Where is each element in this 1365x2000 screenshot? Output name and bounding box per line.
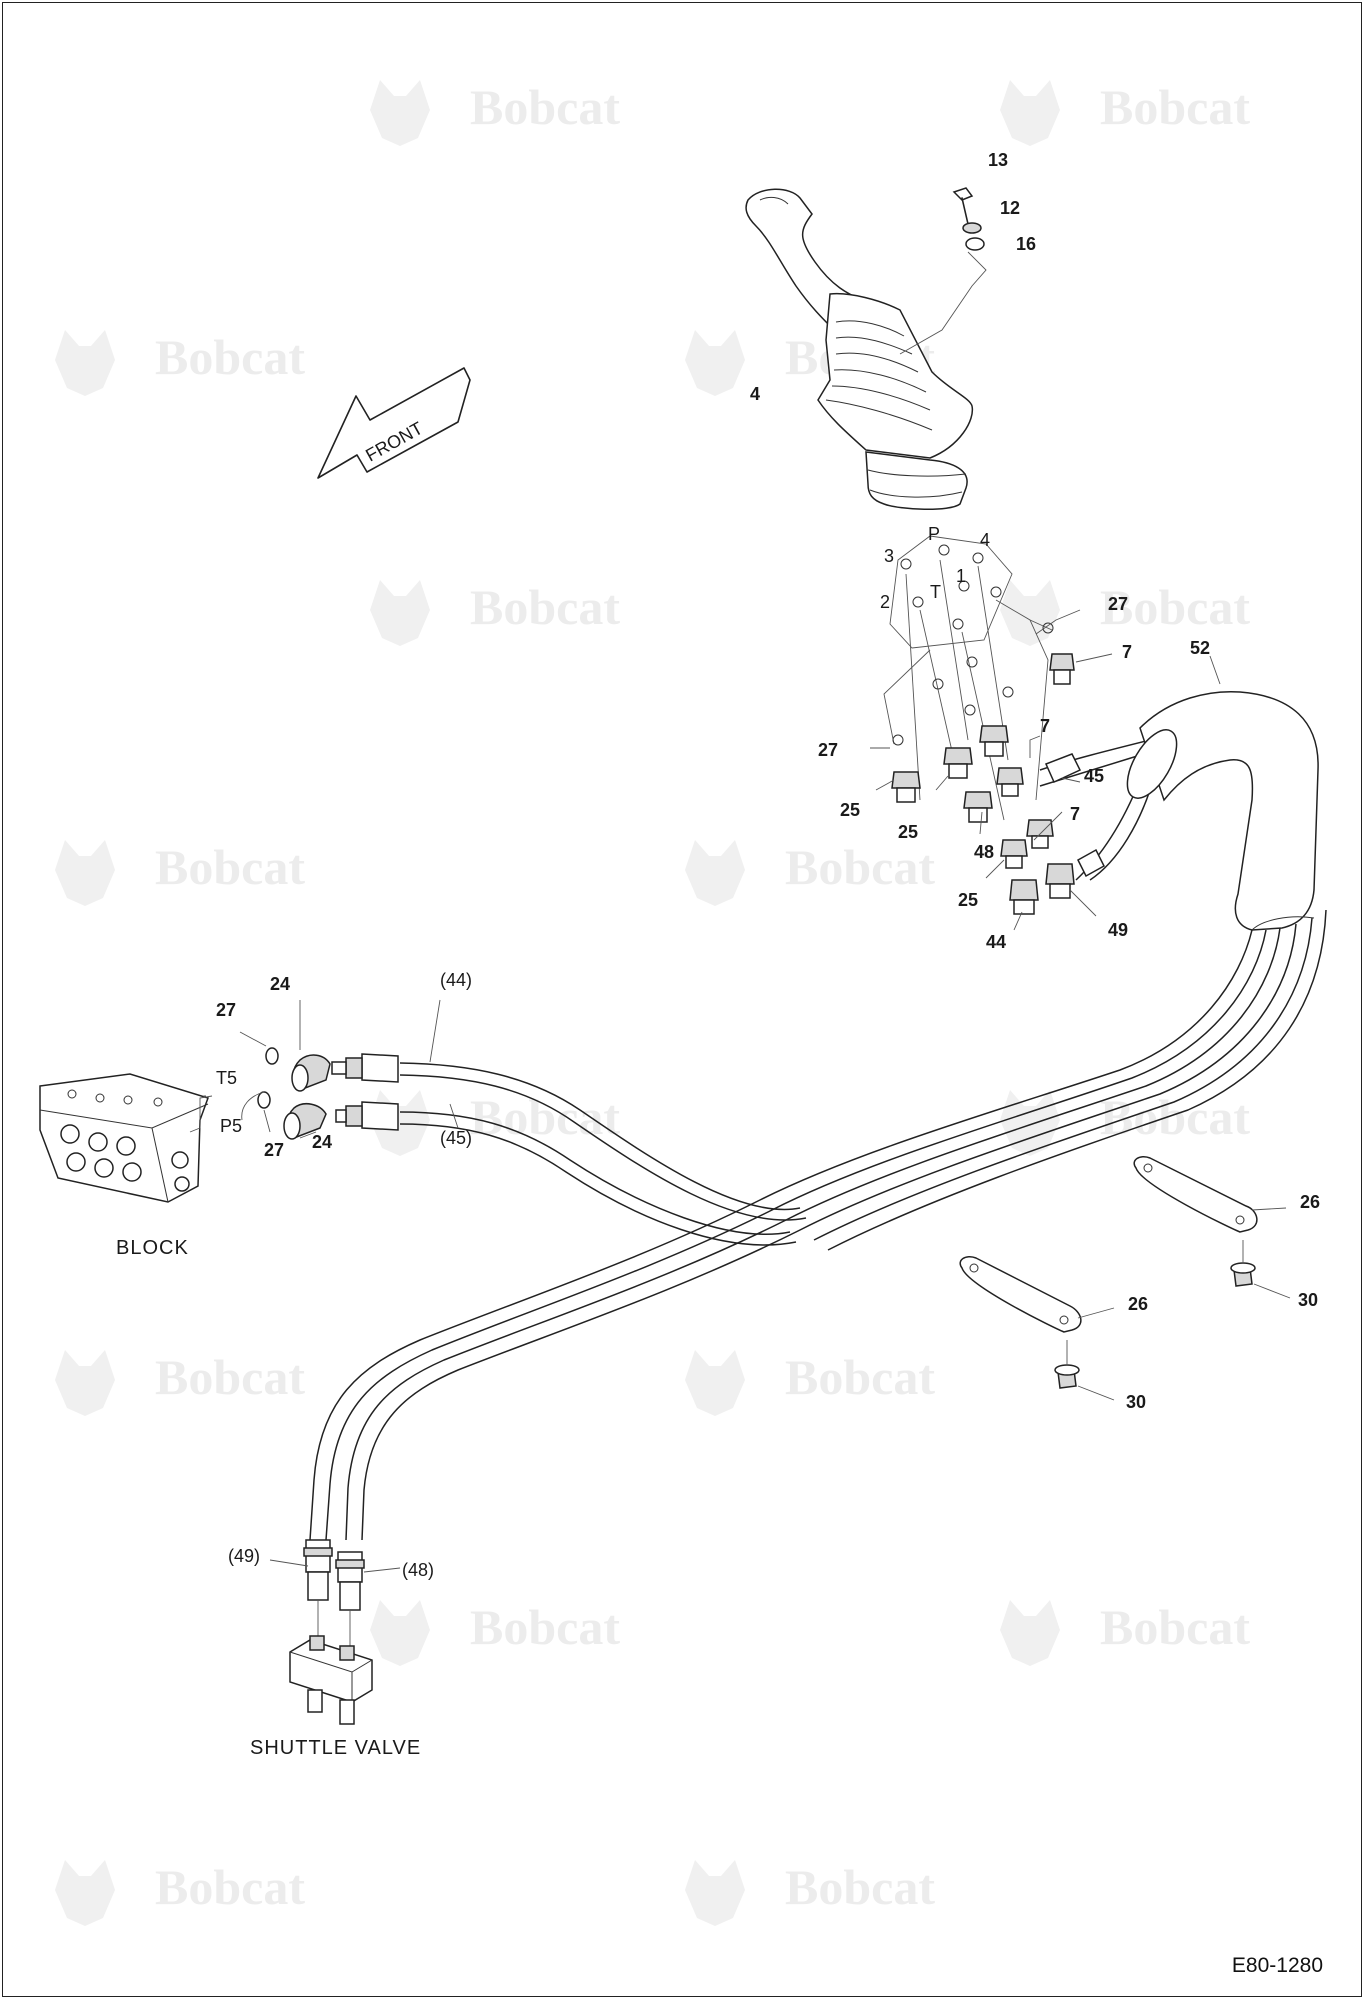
callout-7-mid: 7 xyxy=(1040,716,1050,736)
callout-27-upper: 27 xyxy=(1108,594,1128,614)
watermark-logo: Bobcat xyxy=(370,579,620,646)
watermark-logo: Bobcat xyxy=(1000,79,1250,146)
watermark-text: Bobcat xyxy=(155,839,305,895)
watermark-logo: Bobcat xyxy=(1000,1089,1250,1156)
hose-clamp-upper xyxy=(1133,1156,1258,1287)
watermark-logo: Bobcat xyxy=(1000,579,1250,646)
callout-45: 45 xyxy=(1084,766,1104,786)
port-4-label: 4 xyxy=(980,530,990,550)
callout-24-lower: 24 xyxy=(312,1132,332,1152)
watermark-text: Bobcat xyxy=(1100,1599,1250,1655)
nut xyxy=(965,237,985,251)
watermark-logo: Bobcat xyxy=(370,1089,620,1156)
shuttle-valve-caption: SHUTTLE VALVE xyxy=(250,1737,421,1759)
callout-30-upper: 30 xyxy=(1298,1290,1318,1310)
watermark-text: Bobcat xyxy=(470,1599,620,1655)
watermark-layer: Bobcat Bobcat Bobcat Bobcat Bobcat Bobca… xyxy=(55,79,1250,1926)
protective-sleeve xyxy=(1126,690,1319,931)
callout-27-block-lower: 27 xyxy=(264,1140,284,1160)
callout-52: 52 xyxy=(1190,638,1210,658)
shuttle-valve xyxy=(289,1539,373,1725)
watermark-text: Bobcat xyxy=(470,79,620,135)
watermark-text: Bobcat xyxy=(785,1859,935,1915)
callout-44: 44 xyxy=(986,932,1006,952)
callout-16: 16 xyxy=(1016,234,1036,254)
callout-49-ref: (49) xyxy=(228,1546,260,1566)
callout-24-upper: 24 xyxy=(270,974,290,994)
callout-leaders xyxy=(239,609,1291,1573)
hose-bundle xyxy=(309,909,1327,1541)
callout-labels: 13 12 16 4 27 7 52 27 7 25 45 7 25 48 25… xyxy=(216,150,1320,1580)
port-flange xyxy=(889,535,1013,649)
callout-7-lower: 7 xyxy=(1070,804,1080,824)
watermark-text: Bobcat xyxy=(155,329,305,385)
callout-45-ref: (45) xyxy=(440,1128,472,1148)
watermark-logo: Bobcat xyxy=(370,1599,620,1666)
control-block xyxy=(39,1073,213,1203)
port-2-label: 2 xyxy=(880,592,890,612)
callout-26-lower: 26 xyxy=(1128,1294,1148,1314)
callout-44-ref: (44) xyxy=(440,970,472,990)
front-arrow-label: FRONT xyxy=(362,418,426,466)
watermark-text: Bobcat xyxy=(785,1349,935,1405)
watermark-logo: Bobcat xyxy=(55,1859,305,1926)
watermark-logo: Bobcat xyxy=(370,79,620,146)
port-t-label: T xyxy=(930,582,941,602)
callout-49: 49 xyxy=(1108,920,1128,940)
callout-25-left: 25 xyxy=(840,800,860,820)
watermark-logo: Bobcat xyxy=(55,839,305,906)
washer xyxy=(962,222,982,234)
callout-13: 13 xyxy=(988,150,1008,170)
screw-head xyxy=(952,187,974,201)
port-t5-label: T5 xyxy=(216,1068,237,1088)
callout-30-lower: 30 xyxy=(1126,1392,1146,1412)
watermark-text: Bobcat xyxy=(1100,79,1250,135)
watermark-text: Bobcat xyxy=(470,579,620,635)
callout-7-upper: 7 xyxy=(1122,642,1132,662)
port-p-label: P xyxy=(928,524,940,544)
joystick-assembly xyxy=(745,188,974,511)
watermark-text: Bobcat xyxy=(1100,1089,1250,1145)
drawing-code: E80-1280 xyxy=(1231,1954,1323,1977)
front-arrow: FRONT xyxy=(317,367,471,479)
port-3-label: 3 xyxy=(884,546,894,566)
callout-27-block-upper: 27 xyxy=(216,1000,236,1020)
port-1-label: 1 xyxy=(956,566,966,586)
callout-25-lower: 25 xyxy=(958,890,978,910)
joystick-base xyxy=(865,451,968,511)
watermark-logo: Bobcat xyxy=(55,329,305,396)
callout-48: 48 xyxy=(974,842,994,862)
callout-26-upper: 26 xyxy=(1300,1192,1320,1212)
hose-clamp-lower xyxy=(959,1256,1082,1389)
upper-hoses xyxy=(331,1053,807,1246)
callout-12: 12 xyxy=(1000,198,1020,218)
callout-27-left: 27 xyxy=(818,740,838,760)
watermark-text: Bobcat xyxy=(155,1859,305,1915)
screw-nut-stack xyxy=(899,187,987,355)
watermark-logo: Bobcat xyxy=(685,1859,935,1926)
callout-48-ref: (48) xyxy=(402,1560,434,1580)
watermark-logo: Bobcat xyxy=(685,839,935,906)
callout-25-mid: 25 xyxy=(898,822,918,842)
watermark-text: Bobcat xyxy=(1100,579,1250,635)
callout-4: 4 xyxy=(750,384,760,404)
watermark-text: Bobcat xyxy=(785,839,935,895)
watermark-logo: Bobcat xyxy=(685,1349,935,1416)
port-p5-label: P5 xyxy=(220,1116,242,1136)
watermark-text: Bobcat xyxy=(155,1349,305,1405)
block-fittings xyxy=(241,1047,331,1140)
joystick-fittings xyxy=(891,653,1075,915)
joystick-boot xyxy=(817,292,974,459)
block-caption: BLOCK xyxy=(116,1237,189,1259)
watermark-logo: Bobcat xyxy=(55,1349,305,1416)
joystick-hose-ends xyxy=(1039,739,1151,881)
watermark-logo: Bobcat xyxy=(1000,1599,1250,1666)
